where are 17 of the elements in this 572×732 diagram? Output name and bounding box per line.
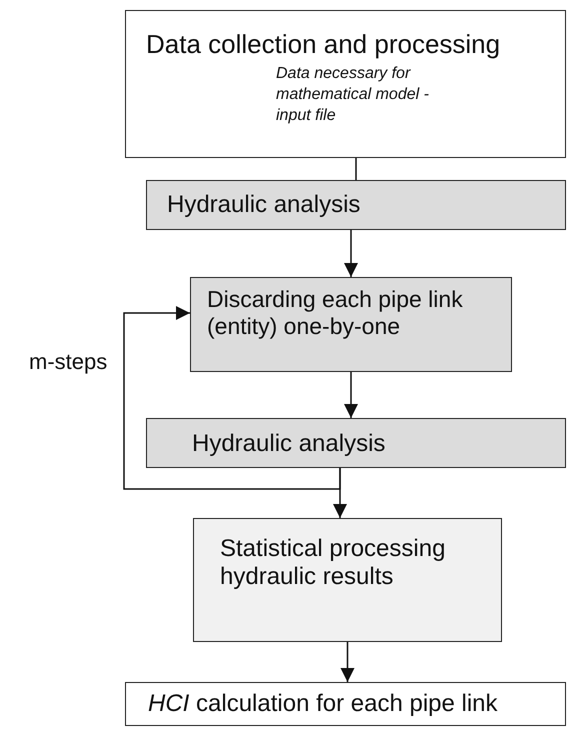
process-box xyxy=(190,277,512,372)
box-title: Data collection and processing xyxy=(146,29,502,60)
process-box xyxy=(146,180,566,230)
feedback-arrow xyxy=(123,306,341,490)
arrow xyxy=(340,642,354,682)
box-title: Discarding each pipe link (entity) one-by-one xyxy=(207,286,464,340)
process-box xyxy=(125,682,566,726)
box-title: HCI calculation for each pipe link xyxy=(148,690,499,718)
box-title: Hydraulic analysis xyxy=(167,191,362,219)
box-note: Data necessary for mathematical model - input file xyxy=(276,64,430,126)
arrow xyxy=(344,230,358,277)
process-box xyxy=(146,418,566,468)
box-title: Statistical processing hydraulic results xyxy=(220,535,446,591)
process-box xyxy=(193,518,502,642)
process-box xyxy=(125,10,566,158)
arrow xyxy=(344,372,358,418)
box-title: Hydraulic analysis xyxy=(192,430,386,458)
